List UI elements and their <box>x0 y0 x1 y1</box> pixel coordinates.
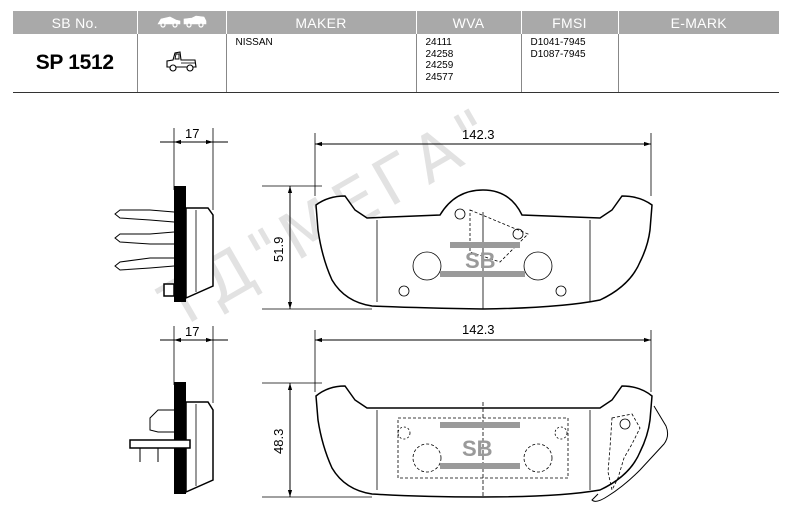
spec-table-row: SP 1512 NISSAN 24111 24258 24259 24577 <box>13 34 779 93</box>
pad-logo: SB <box>465 248 496 273</box>
cell-fmsi: D1041-7945 D1087-7945 <box>520 34 618 93</box>
pickup-truck-icon <box>165 51 197 72</box>
spring-clip <box>149 409 174 433</box>
backing-plate <box>174 382 186 494</box>
cell-vehicle-type <box>136 34 226 93</box>
wva-number: 24258 <box>425 48 454 60</box>
fmsi-number: D1041-7945 <box>530 37 586 48</box>
dim-height-top: 51.9 <box>271 237 286 262</box>
spring-clip <box>114 209 175 223</box>
header-fmsi: FMSI <box>520 11 618 34</box>
header-sb-no: SB No. <box>13 11 137 34</box>
fmsi-number: D1087-7945 <box>530 48 586 60</box>
dim-height-bottom: 48.3 <box>271 429 286 454</box>
dim-thickness-top: 17 <box>185 126 199 141</box>
side-view-bottom: 17 <box>129 324 228 494</box>
dim-thickness-bottom: 17 <box>185 324 199 339</box>
wva-number: 24577 <box>425 71 454 83</box>
front-view-top: 142.3 51.9 SB <box>262 127 653 310</box>
logo-bar <box>450 242 520 248</box>
header-wva: WVA <box>415 11 521 34</box>
friction-block <box>185 401 214 494</box>
logo-bar <box>440 422 520 428</box>
side-view-top: 17 <box>114 126 228 302</box>
header-vehicle-type <box>136 11 226 34</box>
header-maker: MAKER <box>225 11 416 34</box>
cell-wva: 24111 24258 24259 24577 <box>415 34 521 93</box>
front-view-bottom: 142.3 48.3 SB <box>262 322 669 502</box>
cell-emark <box>617 34 779 93</box>
wear-sensor <box>607 413 641 492</box>
car-types-icon <box>156 15 206 28</box>
spec-table: SB No. MAKER WVA FMSI E-MARK SP 1512 <box>13 11 779 93</box>
pad-logo: SB <box>462 436 493 461</box>
wva-number: 24259 <box>425 60 454 71</box>
backing-plate <box>174 186 186 302</box>
wva-number: 24111 <box>425 37 452 48</box>
header-emark: E-MARK <box>617 11 779 34</box>
cell-maker: NISSAN <box>225 34 416 93</box>
friction-block <box>185 207 214 300</box>
pad-outline <box>315 189 653 310</box>
dim-width-bottom: 142.3 <box>462 322 495 337</box>
cell-sb-no: SP 1512 <box>13 34 137 93</box>
spec-table-header: SB No. MAKER WVA FMSI E-MARK <box>13 11 779 34</box>
dim-width-top: 142.3 <box>462 127 495 142</box>
